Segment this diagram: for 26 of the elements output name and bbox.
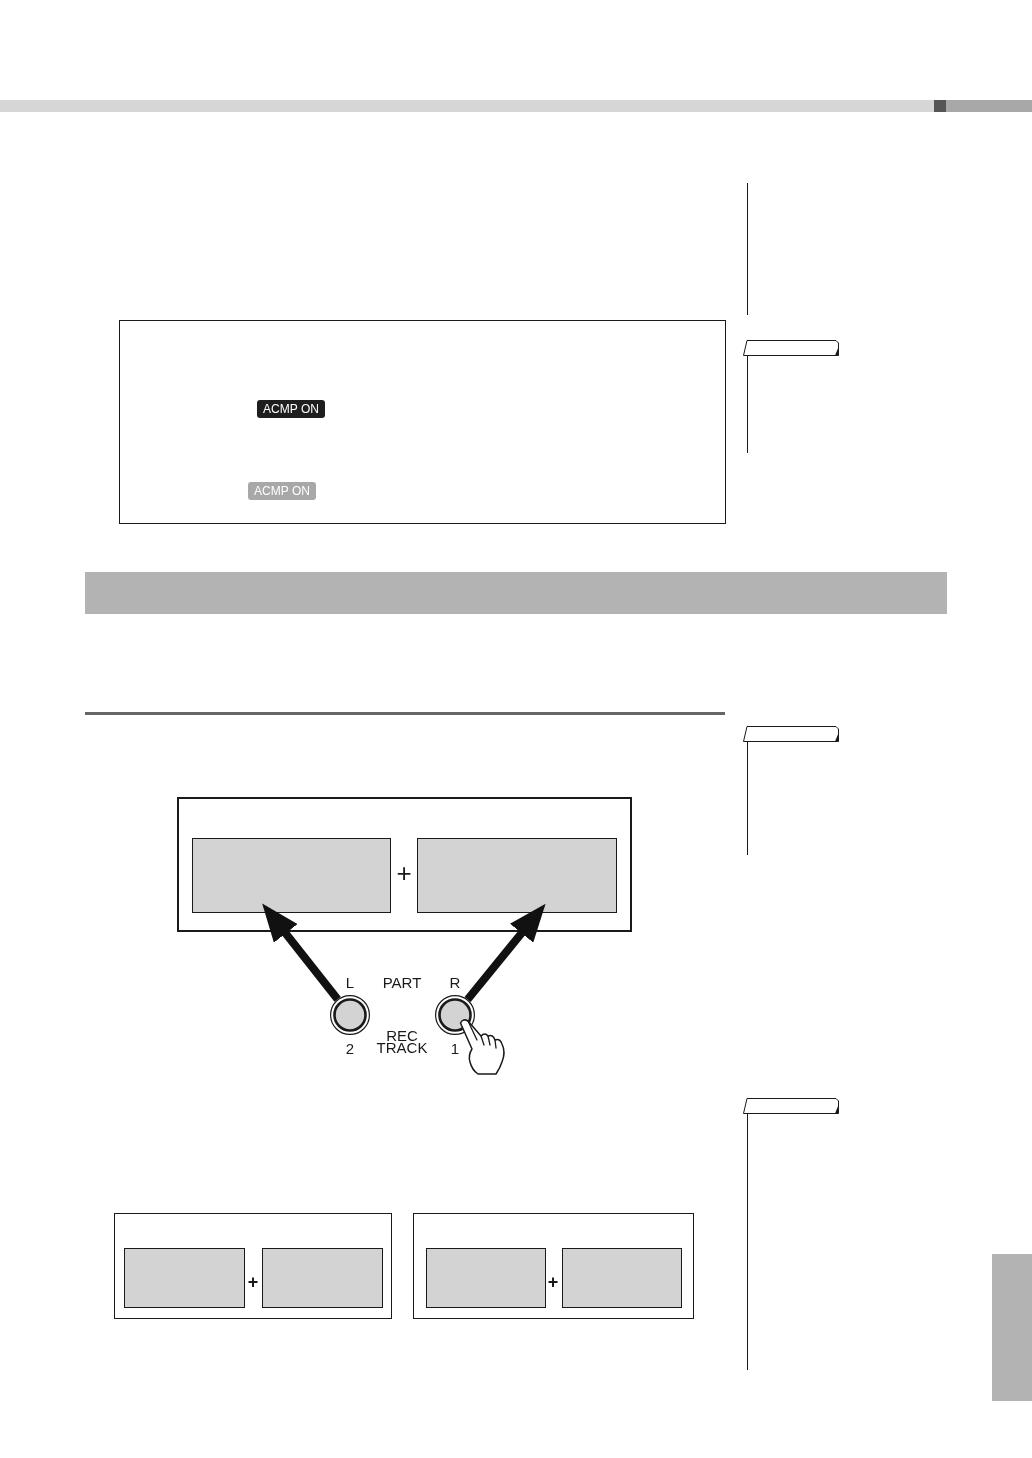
rec-track-label: REC TRACK xyxy=(376,1030,428,1054)
plus-sign: + xyxy=(247,1273,259,1291)
display-panel xyxy=(562,1248,682,1308)
button-letter: L xyxy=(345,974,355,990)
arrow xyxy=(262,903,341,1002)
round-button xyxy=(330,995,370,1035)
display-panel xyxy=(426,1248,546,1308)
display-indicator: ACMP ON xyxy=(257,400,325,418)
part-label: PART xyxy=(382,974,422,990)
plus-sign: + xyxy=(547,1273,559,1291)
display-panel xyxy=(262,1248,383,1308)
arrow xyxy=(464,903,546,1003)
track-number: 2 xyxy=(345,1040,355,1056)
note-frame xyxy=(119,320,726,524)
display-panel xyxy=(124,1248,245,1308)
track-number: 1 xyxy=(450,1040,460,1056)
plus-sign: + xyxy=(396,860,412,886)
display-panel xyxy=(192,838,391,913)
display-indicator: ACMP ON xyxy=(248,482,316,500)
display-frame xyxy=(177,797,632,932)
section-heading-band xyxy=(85,572,947,614)
display-panel xyxy=(417,838,617,913)
display-frame xyxy=(114,1213,392,1319)
chapter-tab xyxy=(992,1254,1032,1401)
button-letter: R xyxy=(449,974,461,990)
display-frame xyxy=(413,1213,694,1319)
